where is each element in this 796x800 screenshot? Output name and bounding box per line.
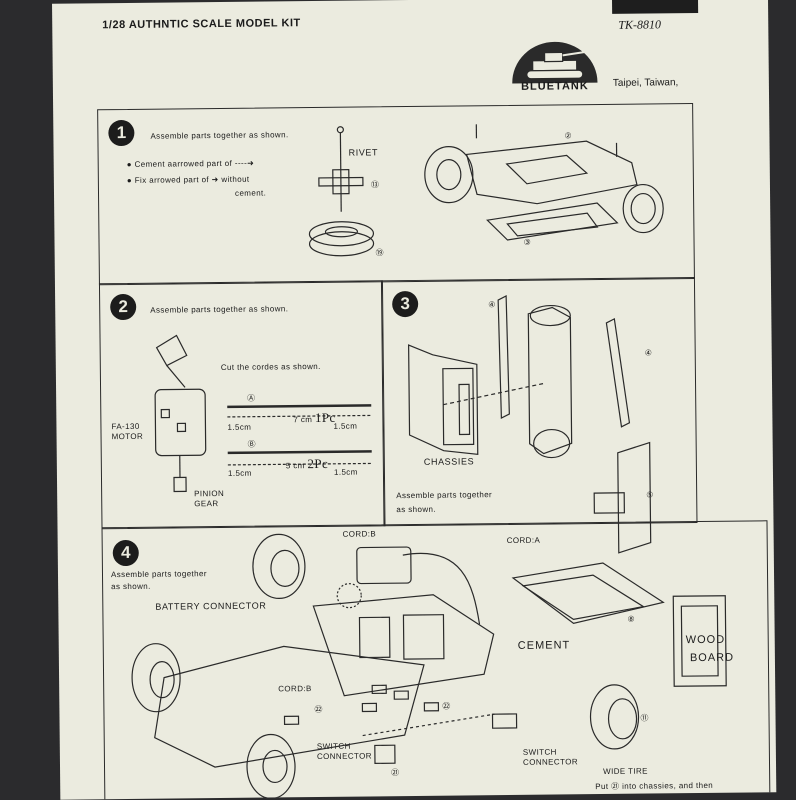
chassis-front-drawing	[416, 122, 677, 265]
cut-cords-text: Cut the cordes as shown.	[221, 362, 321, 372]
page-tab	[612, 0, 698, 14]
note-fix-text: Fix arrowed part of	[135, 175, 209, 185]
note-cement-text: Cement aarrowed part of	[135, 159, 233, 169]
cord-b-length-text: 5 cm	[286, 461, 305, 470]
bluetank-logo: BLUETANK	[504, 38, 605, 105]
note-fix-tail: without	[221, 175, 249, 184]
cord-b-length: 5 cm 2Pc	[286, 456, 328, 472]
motor-label-1: FA-130	[111, 422, 139, 431]
final-assembly-drawing	[103, 521, 770, 799]
cord-b-end-len: 1.5cm	[228, 469, 252, 478]
cord-b-end-len-2: 1.5cm	[334, 468, 358, 477]
model-code: TK-8810	[618, 17, 661, 32]
brand-name: BLUETANK	[505, 80, 605, 93]
instruction-sheet: 1/28 AUTHNTIC SCALE MODEL KIT TK-8810 BL…	[52, 0, 776, 800]
step-1-instruction: Assemble parts together as shown.	[150, 130, 288, 140]
step-1-number: 1	[108, 120, 134, 146]
cord-a-length: 7 cm 1Pc	[293, 410, 335, 426]
header-subtitle: 1/28 AUTHNTIC SCALE MODEL KIT	[102, 17, 301, 31]
chassis-rear-drawing	[402, 302, 684, 525]
step-2-number: 2	[110, 294, 136, 320]
step-2-instruction: Assemble parts together as shown.	[150, 304, 288, 314]
cord-b-qty: 2Pc	[307, 456, 328, 471]
step-3-panel: 3 CHASSIES Assemble parts together as sh…	[381, 277, 698, 526]
location-text: Taipei, Taiwan,	[613, 77, 679, 89]
cord-a-length-text: 7 cm	[293, 415, 312, 424]
cord-a-end-len: 1.5cm	[227, 423, 251, 432]
step-1-note-fix-tail: cement.	[235, 189, 266, 198]
rivet-wheel-drawing	[304, 121, 386, 272]
motor-drawing	[136, 327, 228, 518]
step-1-note-cement: ● Cement aarrowed part of ----➜	[127, 159, 255, 169]
step-2-panel: 2 Assemble parts together as shown. Cut …	[99, 280, 386, 529]
step-1-note-fix: ● Fix arrowed part of ➜ without	[127, 175, 250, 185]
cord-a-end-len-2: 1.5cm	[333, 422, 357, 431]
step-4-panel: 4 Assemble parts together as shown. BATT…	[102, 520, 771, 799]
step-1-panel: 1 Assemble parts together as shown. ● Ce…	[97, 103, 695, 285]
